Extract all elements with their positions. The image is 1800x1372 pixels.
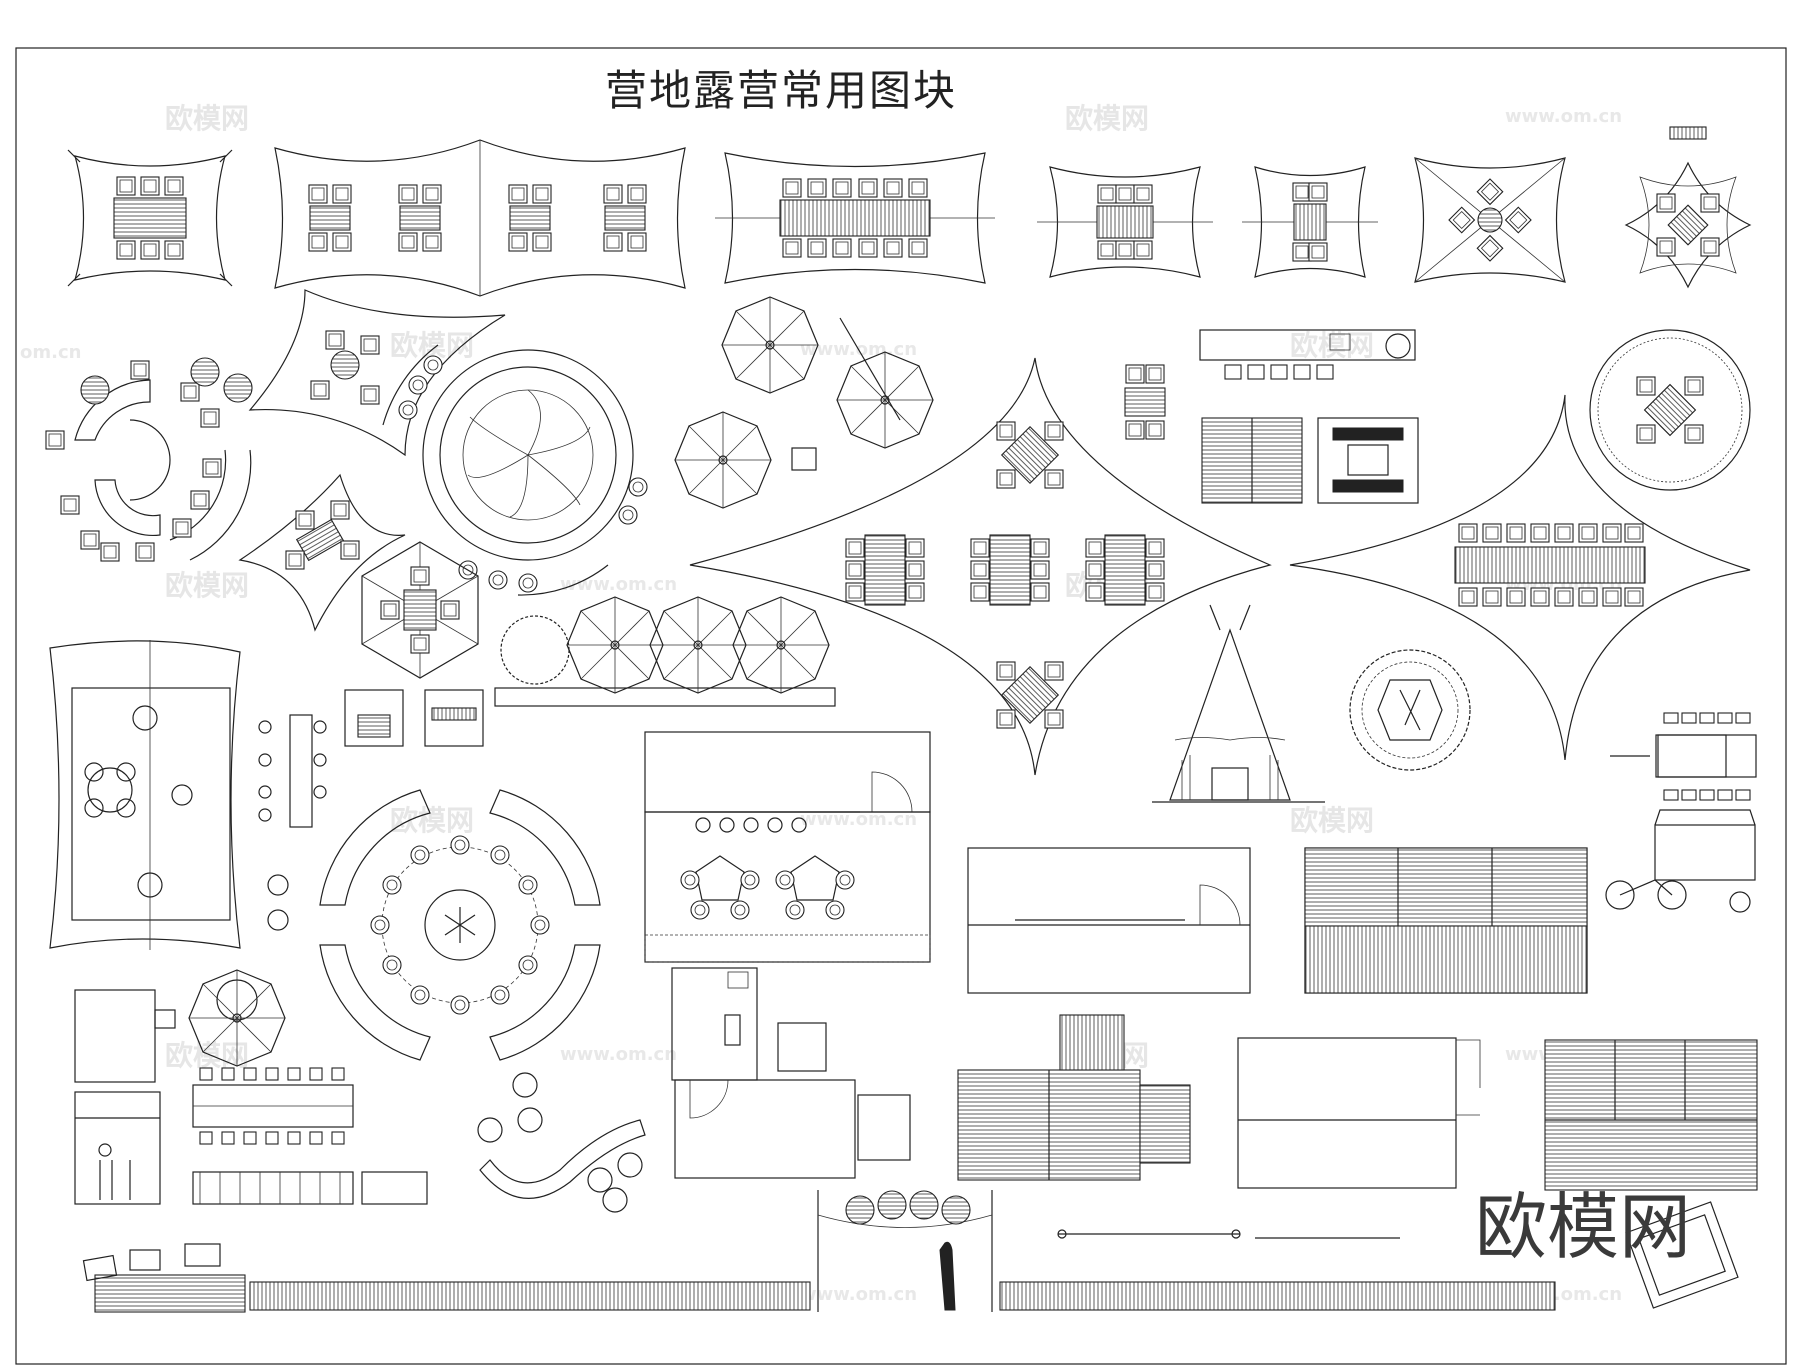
watermark-url: www.om.cn: [800, 809, 917, 830]
container-module-a: [967, 847, 1251, 994]
canopy-star-table: [1624, 126, 1752, 289]
serpentine-bench: [477, 1072, 646, 1213]
watermark-logo: 欧模网: [1475, 1185, 1691, 1269]
bar-table-row: [258, 714, 327, 931]
canopy-long-table: [715, 152, 995, 284]
large-canopy-bbq: [49, 640, 241, 950]
picket-fence-right: [999, 1281, 1556, 1311]
container-cafe-plan: [644, 731, 931, 963]
watermark-layer: 欧模网 欧模网 www.om.cn om.cn 欧模网 www.om.cn 欧模…: [20, 102, 1622, 1305]
canopy-table-narrow: [1242, 166, 1378, 278]
umbrella-planter-row: [494, 596, 836, 707]
picnic-bench-table: [1317, 417, 1419, 504]
bar-counter-elevation: [74, 1091, 161, 1205]
tilted-frame: [1625, 1201, 1739, 1309]
curved-bench-group: [45, 357, 253, 562]
watermark-text: 欧模网: [165, 569, 249, 602]
watermark-url: www.om.cn: [800, 1284, 917, 1305]
picnic-table-set: [1124, 364, 1166, 440]
round-fire-pit-lounge: [319, 789, 601, 1061]
watermark-text: 欧模网: [1065, 102, 1149, 135]
canopy-diamond-fire-pit: [1414, 157, 1566, 283]
large-star-canopy: [689, 357, 1751, 776]
deck-platform: [1201, 417, 1303, 504]
watermark-text: 欧模网: [165, 1039, 249, 1072]
sail-tent-side-table: [238, 473, 406, 632]
watermark-url: www.om.cn: [1505, 106, 1622, 127]
watermark-url: www.om.cn: [560, 574, 677, 595]
watermark-side: om.cn: [20, 342, 81, 363]
watermark-text: 欧模网: [1290, 804, 1374, 837]
entrance-gate: [817, 1190, 993, 1312]
bike-food-cart: [1605, 809, 1756, 913]
garden-bench: [424, 689, 484, 747]
kitchen-container-plan: [671, 967, 911, 1179]
container-module-b: [957, 1014, 1191, 1181]
swing-chair: [344, 689, 404, 747]
hedge-circle-feature: [1349, 649, 1471, 771]
string-light-elevation: [1057, 1229, 1400, 1239]
wood-crates: [82, 1243, 246, 1313]
picket-fence-left: [249, 1281, 811, 1311]
canopy-table-medium: [1037, 166, 1213, 278]
sail-tent-fire-table: [248, 289, 506, 457]
cabin-with-deck: [74, 969, 286, 1083]
long-banquet-table: [192, 1067, 354, 1145]
drawing-title: 营地露营常用图块: [605, 66, 957, 115]
umbrella-cluster: [674, 296, 934, 509]
long-bench-table: [1610, 712, 1757, 801]
container-module-c: [1237, 1037, 1481, 1189]
sheet-border: [15, 47, 1787, 1365]
round-fire-lounge: [382, 344, 648, 596]
teepee-tent: [1152, 604, 1325, 803]
outdoor-kitchen-counter: [1199, 329, 1416, 380]
watermark-text: 欧模网: [390, 804, 474, 837]
watermark-text: 欧模网: [1290, 329, 1374, 362]
watermark-text: 欧模网: [165, 102, 249, 135]
bar-stools-elevation: [192, 1171, 428, 1205]
hexagon-tent-table: [361, 541, 479, 679]
container-module-roofed: [1304, 847, 1588, 994]
canopy-double-tables: [274, 139, 686, 297]
container-module-d: [1544, 1039, 1758, 1191]
canopy-table-small: [67, 149, 233, 287]
watermark-url: www.om.cn: [560, 1044, 677, 1065]
round-lawn-table: [1589, 329, 1751, 491]
